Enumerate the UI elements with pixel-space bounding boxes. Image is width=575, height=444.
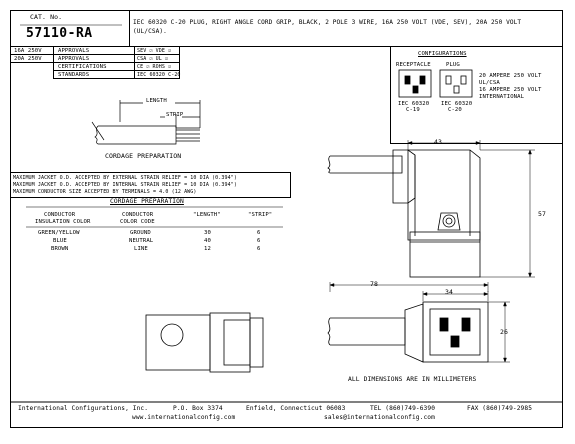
footer-city: Enfield, Connecticut 06083 xyxy=(246,405,346,412)
standards-label: STANDARDS xyxy=(58,72,90,78)
dim-43: 43 xyxy=(434,138,443,146)
dim-57: 57 xyxy=(538,210,547,218)
row-3-code: LINE xyxy=(134,246,148,252)
plug-standard: IEC 60320 xyxy=(441,101,473,107)
notes-box xyxy=(10,172,291,198)
dimension-lines xyxy=(329,140,535,363)
cordage-caption: CORDAGE PREPARATION xyxy=(105,152,182,160)
footer-po-box: P.O. Box 3374 xyxy=(173,405,223,412)
col-header-code-1: CONDUCTOR xyxy=(122,212,154,218)
receptacle-c19-icon xyxy=(398,69,432,98)
row-1-color: GREEN/YELLOW xyxy=(38,230,80,236)
row-2-color: BLUE xyxy=(53,238,67,244)
part-number: 57110-RA xyxy=(26,26,93,41)
dimensions-note: ALL DIMENSIONS ARE IN MILLIMETERS xyxy=(348,376,477,383)
rating-1: 20 AMPERE 250 VOLT xyxy=(479,73,542,79)
rating-2: 16 AMPERE 250 VOLT xyxy=(479,87,542,93)
plug-label: PLUG xyxy=(446,62,460,68)
plug-code: C-20 xyxy=(448,107,462,113)
col-header-code-2: COLOR CODE xyxy=(120,219,155,225)
configurations-title: CONFIGURATIONS xyxy=(418,51,467,57)
standards-value: IEC 60320 C-20 xyxy=(137,72,181,78)
row-2-code: NEUTRAL xyxy=(129,238,154,244)
row-3-color: BROWN xyxy=(51,246,69,252)
approvals-label-2: APPROVALS xyxy=(58,56,90,62)
dim-34: 34 xyxy=(445,288,454,296)
row-1-length: 30 xyxy=(204,230,211,236)
approval-marks-2: CSA ☑ UL ☑ xyxy=(137,56,169,62)
row-2-strip: 6 xyxy=(257,238,261,244)
footer-website[interactable]: www.internationalconfig.com xyxy=(132,414,236,421)
front-view-drawing xyxy=(145,312,264,373)
receptacle-code: C-19 xyxy=(406,107,420,113)
receptacle-label: RECEPTACLE xyxy=(396,62,431,68)
cordage-table-title: CORDAGE PREPARATION xyxy=(110,198,184,205)
rating-20a: 20A 250V xyxy=(14,56,42,62)
note-conductor-size: MAXIMUM CONDUCTOR SIZE ACCEPTED BY TERMI… xyxy=(13,189,197,195)
note-internal-relief: MAXIMUM JACKET O.D. ACCEPTED BY INTERNAL… xyxy=(13,182,237,188)
length-label: LENGTH xyxy=(146,98,167,104)
dim-78: 78 xyxy=(370,280,379,288)
dim-26: 26 xyxy=(500,328,509,336)
rating-2-scope: INTERNATIONAL xyxy=(479,94,525,100)
col-header-insulation-2: INSULATION COLOR xyxy=(35,219,91,225)
cordage-drawing xyxy=(91,100,201,145)
cat-label: CAT. No. xyxy=(30,13,63,21)
row-3-strip: 6 xyxy=(257,246,261,252)
footer-email[interactable]: sales@internationalconfig.com xyxy=(324,414,435,421)
row-3-length: 12 xyxy=(204,246,211,252)
footer-tel: TEL (860)749-6390 xyxy=(370,405,436,412)
row-2-length: 40 xyxy=(204,238,211,244)
receptacle-standard: IEC 60320 xyxy=(398,101,430,107)
footer-fax: FAX (860)749-2985 xyxy=(467,405,533,412)
row-1-code: GROUND xyxy=(130,230,151,236)
note-external-relief: MAXIMUM JACKET O.D. ACCEPTED BY EXTERNAL… xyxy=(13,175,237,181)
side-view-drawing xyxy=(327,149,481,278)
approvals-label-1: APPROVALS xyxy=(58,48,90,54)
rating-1-approval: UL/CSA xyxy=(479,80,500,86)
bottom-view-drawing xyxy=(327,301,489,363)
footer-company: International Configurations, Inc. xyxy=(18,405,149,412)
col-header-length: "LENGTH" xyxy=(193,212,221,218)
col-header-strip: "STRIP" xyxy=(248,212,273,218)
strip-label: STRIP xyxy=(166,112,184,118)
approval-marks-1: SEV ☑ VDE ☑ xyxy=(137,48,172,54)
certifications-label: CERTIFICATIONS xyxy=(58,64,107,70)
description-block xyxy=(129,10,563,47)
col-header-insulation-1: CONDUCTOR xyxy=(44,212,76,218)
plug-c20-icon xyxy=(439,69,473,98)
certification-marks: CE ☑ ROHS ☑ xyxy=(137,64,172,70)
rating-16a: 16A 250V xyxy=(14,48,42,54)
row-1-strip: 6 xyxy=(257,230,261,236)
product-description: IEC 60320 C-20 PLUG, RIGHT ANGLE CORD GR… xyxy=(133,19,522,35)
